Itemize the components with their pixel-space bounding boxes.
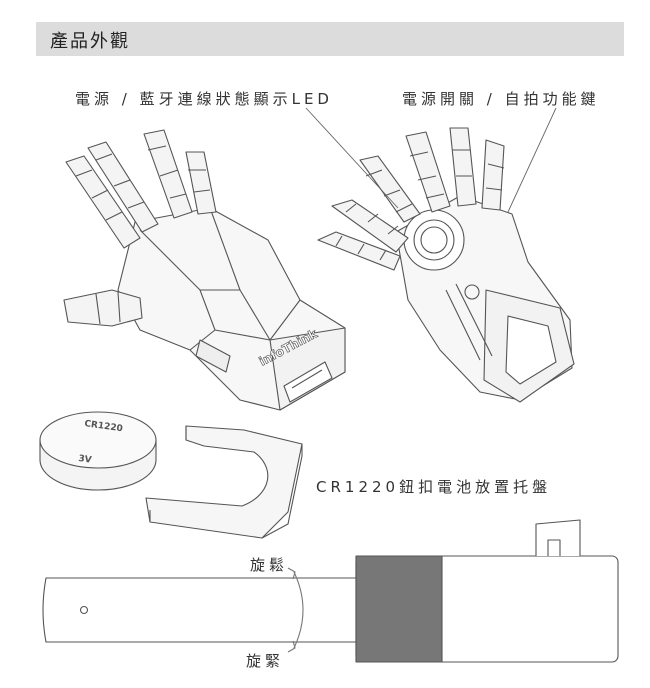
section-title: 產品外觀 (50, 31, 130, 52)
label-battery-tray: CR1220鈕扣電池放置托盤 (316, 478, 552, 496)
label-loosen: 旋鬆 (250, 556, 289, 574)
label-power-switch: 電源開關 / 自拍功能鍵 (402, 90, 600, 108)
battery-tray-illustration (145, 425, 303, 539)
battery-voltage-print: 3V (78, 454, 93, 466)
label-tighten: 旋緊 (246, 652, 285, 670)
glove-back-illustration (63, 129, 346, 411)
glove-palm-illustration (317, 127, 575, 403)
label-led-indicator: 電源 / 藍牙連線狀態顯示LED (75, 90, 333, 108)
section-header: 產品外觀 (36, 22, 624, 56)
coin-battery-illustration (39, 411, 157, 491)
handle-tube-illustration (42, 519, 619, 663)
